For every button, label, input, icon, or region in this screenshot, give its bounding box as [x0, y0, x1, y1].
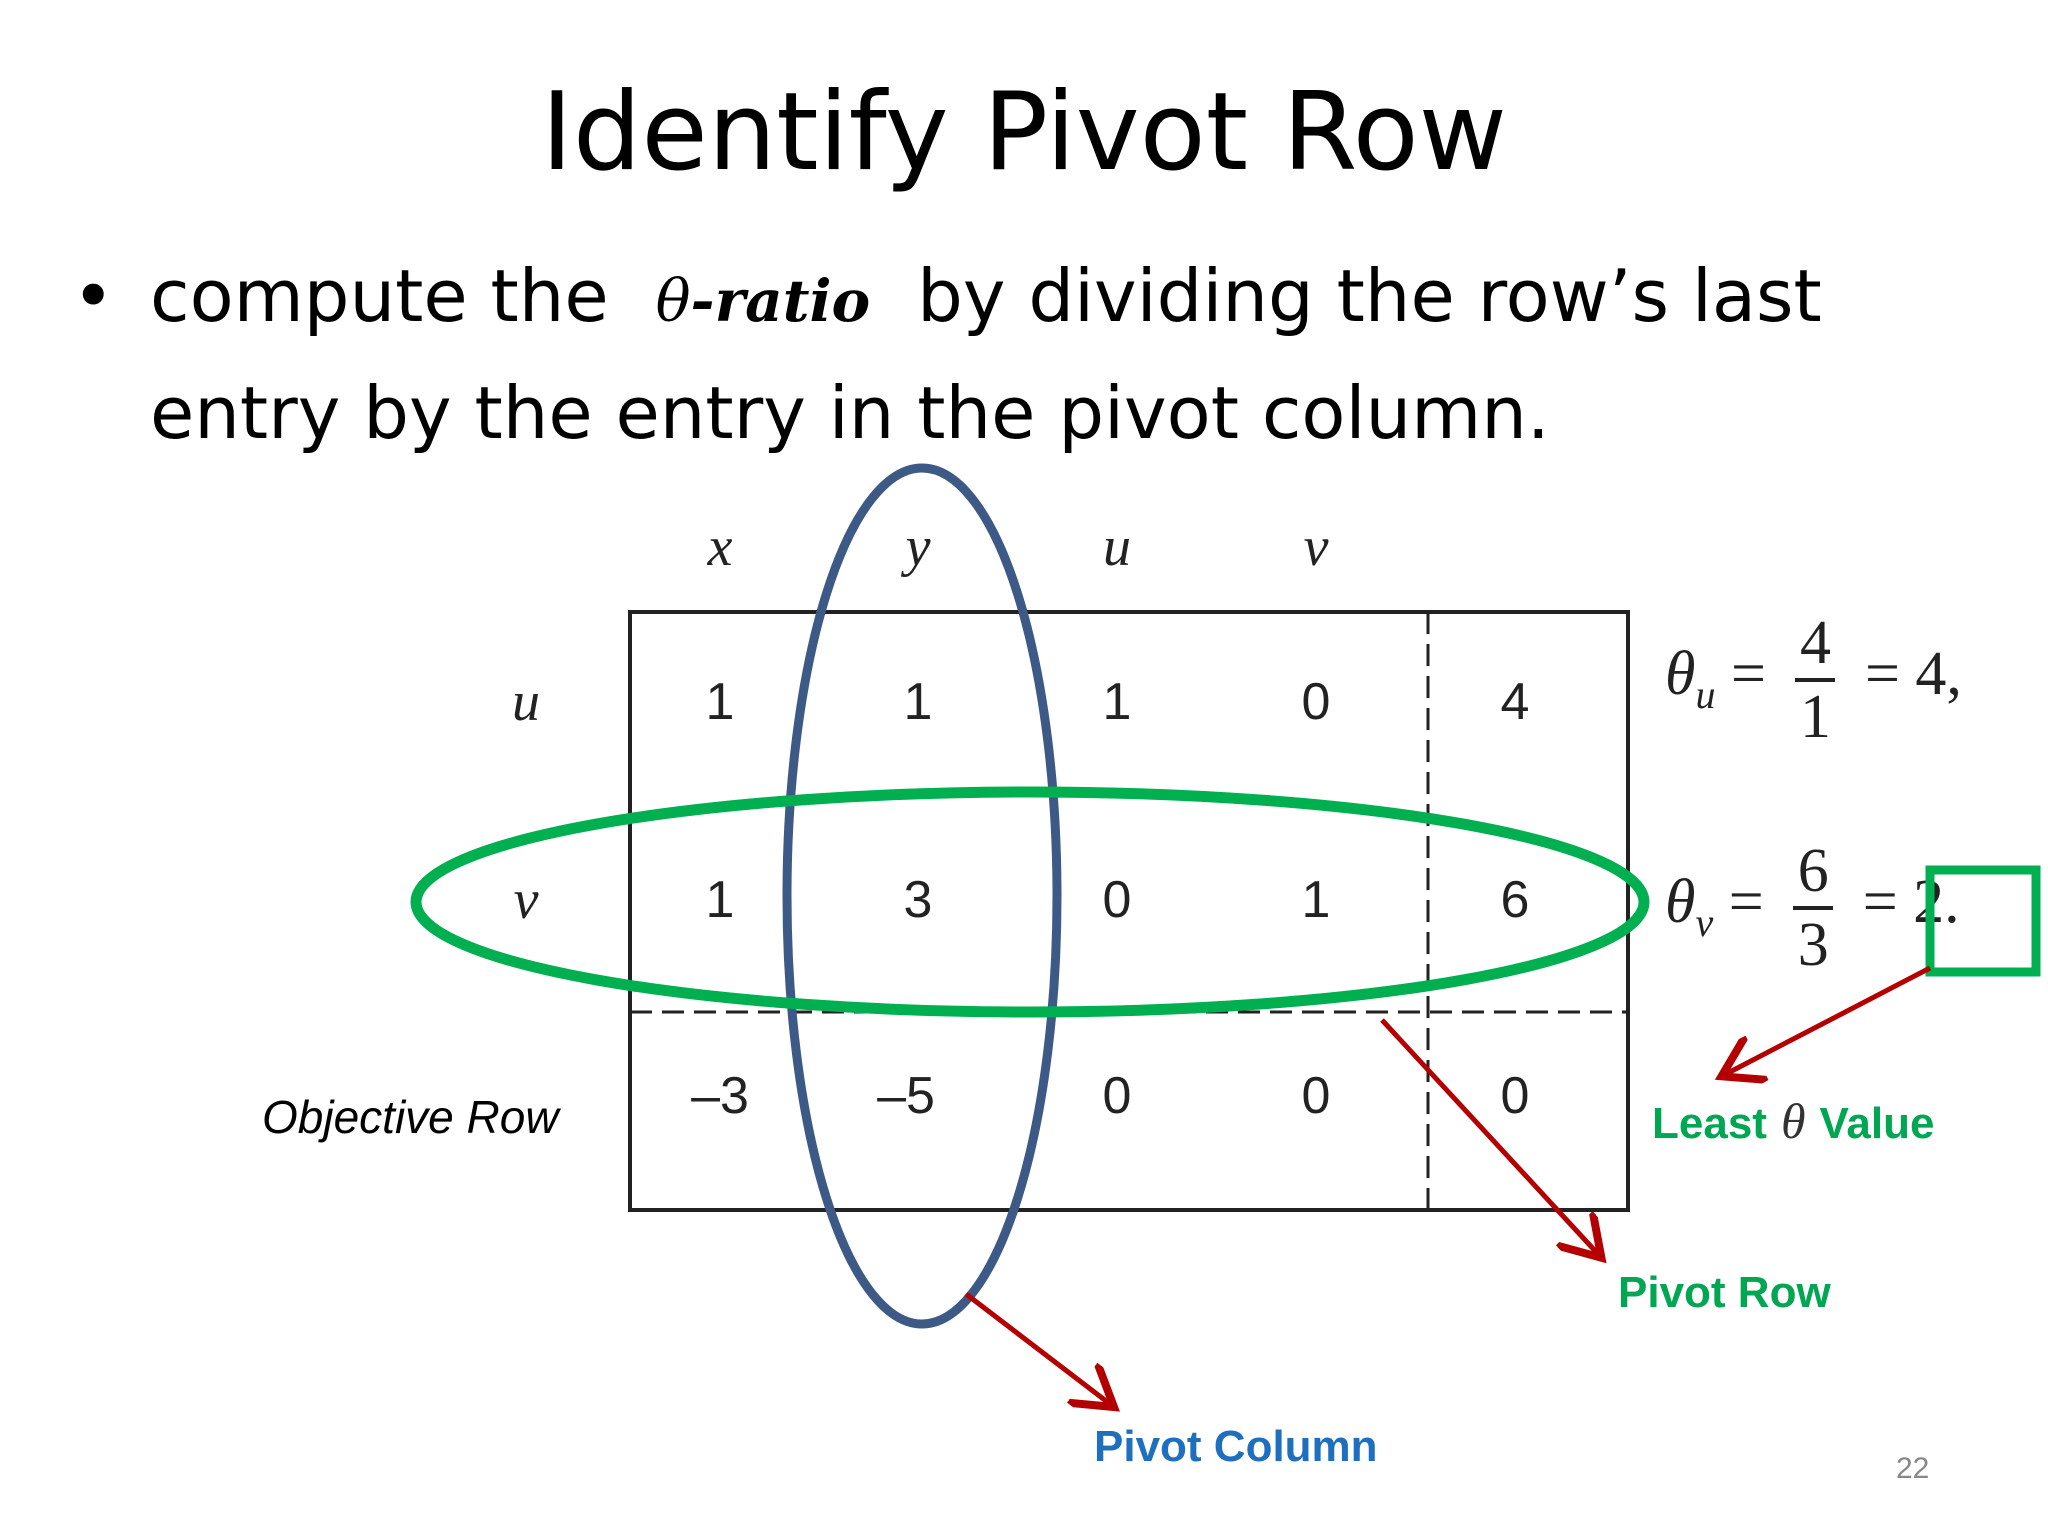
equals-sign: =: [1730, 640, 1766, 709]
slide-number: 22: [1896, 1452, 1930, 1485]
theta-v-numerator: 6: [1797, 837, 1829, 905]
equals-sign: =: [1862, 868, 1898, 937]
least-value-arrow: [1726, 965, 1932, 1074]
pivot-column-arrow: [964, 1292, 1110, 1404]
bullet-marker: •: [72, 254, 115, 338]
theta-u-denominator: 1: [1799, 683, 1831, 751]
theta-u-symbol: θ: [1665, 640, 1696, 709]
column-header-y: y: [905, 516, 931, 578]
cell-r2-c3: 0: [1102, 871, 1132, 929]
bullet-line-1: compute the θ-ratio by dividing the row’…: [150, 240, 1822, 357]
theta-v-symbol: θ: [1665, 868, 1696, 937]
theta-v-equation: θv = 6 3 = 2.: [1665, 840, 1960, 976]
least-word: Least: [1652, 1099, 1767, 1148]
theta-v-subscript: v: [1695, 900, 1714, 946]
column-header-u: u: [1103, 516, 1131, 578]
theta-v-denominator: 3: [1797, 911, 1829, 979]
slide-title: Identify Pivot Row: [540, 70, 1508, 195]
cell-r1-c3: 1: [1102, 673, 1132, 731]
theta-ratio-term: θ-ratio: [632, 267, 895, 335]
cell-r1-c4: 0: [1301, 673, 1331, 731]
theta-v-fraction: 6 3: [1793, 837, 1834, 979]
value-word: Value: [1819, 1099, 1935, 1148]
cell-r3-c3: 0: [1102, 1067, 1132, 1125]
cell-r3-c4: 0: [1301, 1067, 1331, 1125]
least-theta-value-box: [1925, 865, 2041, 977]
row-header-u: u: [512, 671, 540, 733]
column-header-v: v: [1303, 516, 1329, 578]
theta-u-numerator: 4: [1799, 609, 1831, 677]
pivot-row-arrow: [1380, 1018, 1598, 1254]
theta-glyph: θ: [1780, 1093, 1806, 1149]
theta-u-equation: θu = 4 1 = 4,: [1665, 612, 1962, 748]
theta-u-fraction: 4 1: [1795, 609, 1836, 751]
pivot-row-label: Pivot Row: [1618, 1268, 1831, 1317]
bullet-line-2: entry by the entry in the pivot column.: [150, 371, 1550, 455]
cell-r1-rhs: 4: [1500, 673, 1530, 731]
fraction-bar: [1793, 906, 1834, 910]
theta-v-result: 2.: [1913, 868, 1960, 937]
cell-r3-c1: –3: [691, 1067, 749, 1125]
row-header-v: v: [513, 869, 539, 931]
equals-sign: =: [1728, 868, 1764, 937]
cell-r2-c1: 1: [705, 871, 735, 929]
cell-r1-c1: 1: [705, 673, 735, 731]
cell-r2-c2: 3: [903, 871, 933, 929]
ratio-word: -ratio: [690, 267, 871, 335]
bullet-text: compute the θ-ratio by dividing the row’…: [150, 240, 1822, 469]
theta-u-subscript: u: [1695, 672, 1716, 718]
theta-u-result: 4,: [1915, 640, 1962, 709]
objective-row-label: Objective Row: [262, 1091, 559, 1143]
cell-r1-c2: 1: [903, 673, 933, 731]
cell-r3-rhs: 0: [1500, 1067, 1530, 1125]
pivot-column-label: Pivot Column: [1094, 1422, 1378, 1471]
column-header-x: x: [707, 516, 733, 578]
cell-r2-c4: 1: [1301, 871, 1331, 929]
tableau-border: [628, 610, 1630, 1212]
bullet-text-before: compute the: [150, 254, 609, 338]
pivot-row-highlight: [410, 786, 1650, 1018]
cell-r2-rhs: 6: [1500, 871, 1530, 929]
equals-sign: =: [1864, 640, 1900, 709]
pivot-column-highlight: [782, 463, 1062, 1329]
bullet-text-after: by dividing the row’s last: [917, 254, 1822, 338]
cell-r3-c2: –5: [877, 1067, 935, 1125]
fraction-bar: [1795, 678, 1836, 682]
theta-symbol: θ: [655, 267, 691, 335]
